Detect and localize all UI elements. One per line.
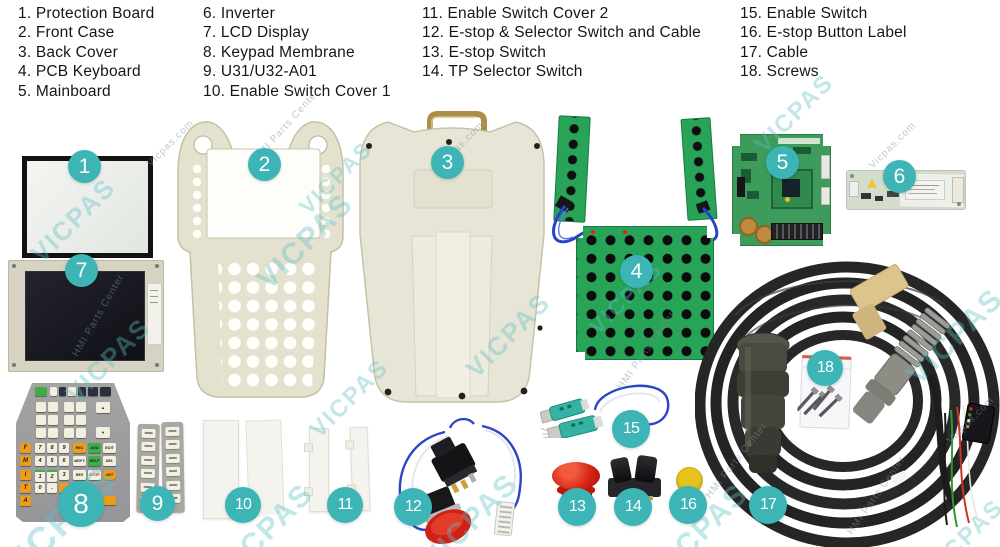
part-badge-10: 10 xyxy=(225,487,261,523)
selector-switch-body xyxy=(430,436,478,494)
handle xyxy=(427,111,487,140)
legend-column-1: 1. Protection Board 2. Front Case 3. Bac… xyxy=(18,4,155,101)
legend-item: 17. Cable xyxy=(740,43,809,61)
screws-dots xyxy=(366,139,543,400)
legend-column-3: 11. Enable Switch Cover 2 12. E-stop & S… xyxy=(422,4,701,82)
key-edit: EDIT xyxy=(103,443,116,453)
key-add: ADD xyxy=(88,443,101,453)
key-A: A xyxy=(20,496,31,506)
part-badge-12: 12 xyxy=(394,488,432,526)
round-connector xyxy=(736,332,790,473)
part-badge-14: 14 xyxy=(614,488,652,526)
board-connector xyxy=(771,223,823,240)
key-step-down: ▼ xyxy=(96,427,110,438)
key-9: 9 xyxy=(59,443,69,453)
key-T: T xyxy=(20,483,31,493)
part-badge-5: 5 xyxy=(766,146,799,179)
side-key-holes xyxy=(192,164,331,239)
legend-item: 14. TP Selector Switch xyxy=(422,63,583,81)
key-4: 4 xyxy=(35,456,45,466)
part-badge-1: 1 xyxy=(68,150,101,183)
estop-red-dome xyxy=(552,462,600,490)
key-M: M xyxy=(20,456,31,466)
key-7: 7 xyxy=(35,443,45,453)
keypad-holes xyxy=(218,258,318,388)
key-I: I xyxy=(20,470,31,480)
legend-item: 6. Inverter xyxy=(203,5,275,22)
tape-wrap xyxy=(849,264,909,340)
enable-switch-cover-2-left xyxy=(304,428,329,512)
pcb-keyboard xyxy=(576,226,714,360)
legend-item: 7. LCD Display xyxy=(203,24,310,42)
part-badge-2: 2 xyxy=(248,148,281,181)
part-badge-15: 15 xyxy=(612,410,650,448)
key-1: 1 xyxy=(35,470,45,482)
back-cover-shape xyxy=(359,111,545,403)
part-badge-4: 4 xyxy=(620,255,653,288)
key-help: HELP xyxy=(88,456,101,466)
back-cover xyxy=(352,106,548,411)
cable xyxy=(694,255,1000,547)
part-badge-18: 18 xyxy=(807,350,843,386)
key-2: 2 xyxy=(47,470,57,482)
legend-item: 10. Enable Switch Cover 1 xyxy=(203,82,391,100)
part-badge-11: 11 xyxy=(327,487,363,523)
legend-item: 13. E-stop Switch xyxy=(422,43,547,61)
legend-item: 18. Screws xyxy=(740,63,819,81)
front-case-shape xyxy=(177,121,344,398)
legend-item: 5. Mainboard xyxy=(18,82,111,100)
enable-switch xyxy=(539,376,670,443)
key-modify: MDFY xyxy=(73,456,86,466)
key-6: 6 xyxy=(59,456,69,466)
key-stop: STOP xyxy=(88,470,101,480)
part-badge-17: 17 xyxy=(749,486,787,524)
part-badge-6: 6 xyxy=(883,160,916,193)
legend-column-4: 15. Enable Switch 16. E-stop Button Labe… xyxy=(740,4,907,82)
legend-item: 15. Enable Switch xyxy=(740,5,868,22)
part-badge-7: 7 xyxy=(65,254,98,287)
key-dot: . xyxy=(47,483,57,493)
part-badge-3: 3 xyxy=(431,146,464,179)
strain-relief-boot xyxy=(852,307,951,424)
part-badge-16: 16 xyxy=(669,486,707,524)
key-8: 8 xyxy=(47,443,57,453)
key-step-up: ▲ xyxy=(96,402,110,413)
part-badge-8: 8 xyxy=(58,481,104,527)
part-badge-9: 9 xyxy=(140,486,175,521)
key-rec: REC xyxy=(73,443,86,453)
key-5: 5 xyxy=(47,456,57,466)
key-del: DEL xyxy=(103,456,116,466)
coil xyxy=(739,217,758,236)
screws xyxy=(795,384,843,418)
legend-item: 16. E-stop Button Label xyxy=(740,24,907,42)
legend-column-2: 6. Inverter 7. LCD Display 8. Keypad Mem… xyxy=(203,4,391,101)
wire-connector xyxy=(493,500,515,537)
key-reset: RES xyxy=(73,470,86,480)
legend-item: 8. Keypad Membrane xyxy=(203,43,355,61)
estop-selector-cable-assembly xyxy=(390,410,535,547)
key-F: F xyxy=(20,443,31,453)
front-case xyxy=(170,112,350,409)
legend-item: 1. Protection Board xyxy=(18,5,155,22)
idc-connector xyxy=(961,402,995,444)
warning-label xyxy=(867,179,877,188)
legend-item: 4. PCB Keyboard xyxy=(18,63,141,81)
estop-button-body xyxy=(420,486,472,544)
key-3: 3 xyxy=(59,470,69,480)
legend-item: 3. Back Cover xyxy=(18,43,118,61)
legend-item: 12. E-stop & Selector Switch and Cable xyxy=(422,24,701,42)
legend-item: 9. U31/U32-A01 xyxy=(203,63,317,81)
legend-item: 2. Front Case xyxy=(18,24,115,42)
key-0: 0 xyxy=(35,483,45,493)
part-badge-13: 13 xyxy=(558,488,596,526)
legend-item: 11. Enable Switch Cover 2 xyxy=(422,5,609,22)
key-set: SET xyxy=(103,470,116,480)
